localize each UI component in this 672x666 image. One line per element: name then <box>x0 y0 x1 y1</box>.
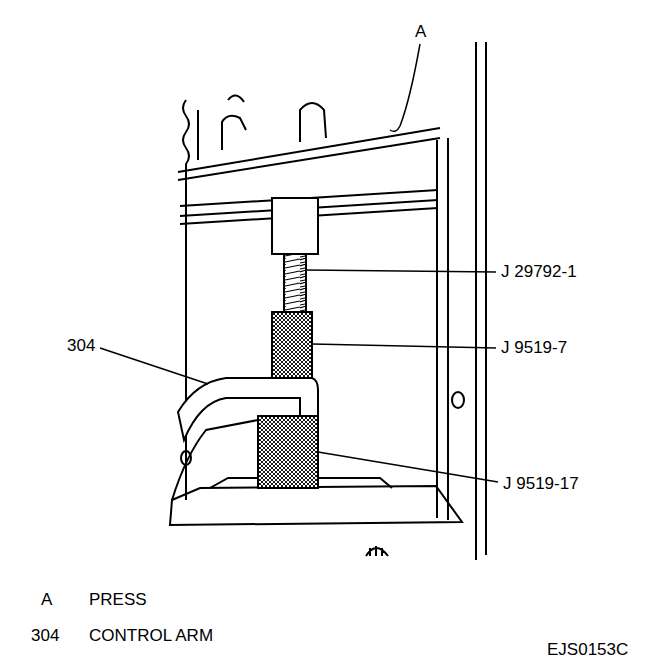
threaded-rod <box>284 254 306 314</box>
legend-key: 304 <box>30 626 60 646</box>
legend-text: PRESS <box>88 590 148 610</box>
callout-letter: A <box>414 22 427 42</box>
tool-label: J 29792-1 <box>500 262 578 282</box>
receiver-tool <box>272 312 312 380</box>
tool-label: J 9519-7 <box>500 338 568 358</box>
legend-key: A <box>40 590 53 610</box>
leader-line <box>100 44 498 482</box>
callout-number: 304 <box>66 336 96 356</box>
legend-text: CONTROL ARM <box>88 626 214 646</box>
press-frame <box>170 42 486 560</box>
press-ram <box>272 198 318 254</box>
tool-label: J 9519-17 <box>502 474 580 494</box>
figure-code: EJS0153C <box>546 640 629 660</box>
support-tool <box>258 416 318 488</box>
arm-hole <box>181 451 191 465</box>
control-arm <box>172 420 258 500</box>
